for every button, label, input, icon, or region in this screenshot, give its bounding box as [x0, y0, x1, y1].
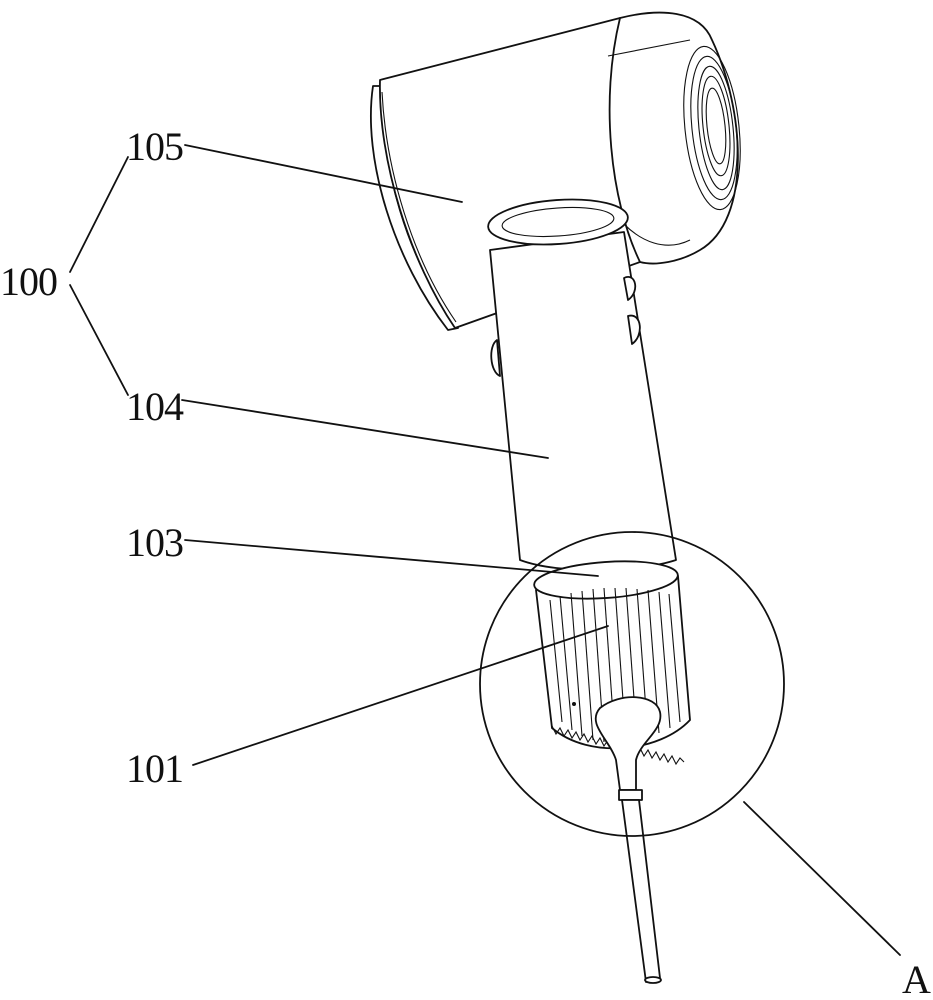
label-100: 100 — [0, 259, 57, 304]
dryer-handle — [487, 198, 677, 572]
detail-circle-a — [479, 531, 785, 837]
label-a: A — [902, 957, 931, 1000]
label-103: 103 — [126, 520, 183, 565]
leader-lines — [69, 144, 901, 956]
label-101: 101 — [126, 746, 183, 791]
label-104: 104 — [126, 384, 184, 429]
label-105: 105 — [126, 124, 183, 169]
power-cable — [594, 696, 662, 984]
